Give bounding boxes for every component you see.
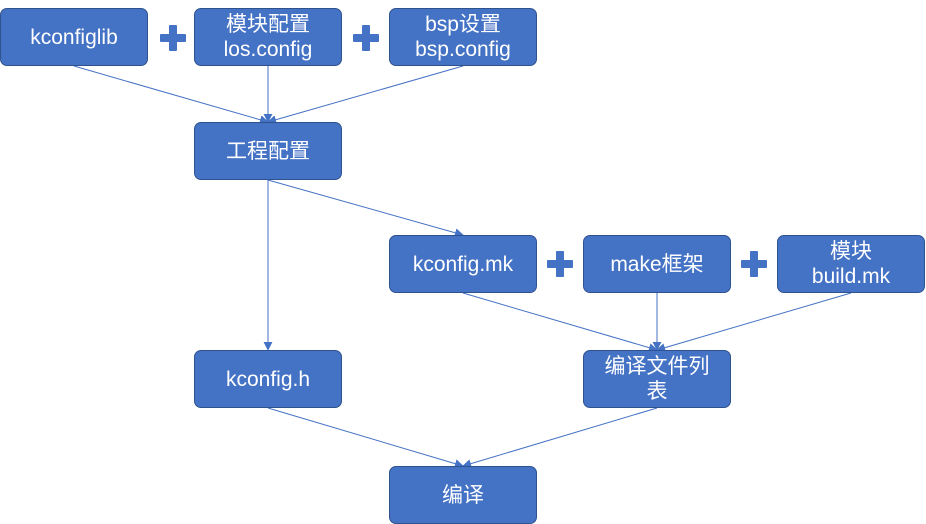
node-label-line: 表 [646, 380, 668, 403]
node-label-line: bsp.config [415, 38, 511, 61]
node-module-config: 模块配置 los.config [194, 8, 342, 66]
node-project-config: 工程配置 [194, 122, 342, 180]
node-label-line: kconfig.h [225, 367, 311, 391]
node-kconfig-h: kconfig.h [194, 350, 342, 408]
node-bsp-config: bsp设置 bsp.config [389, 8, 537, 66]
edge-kconfig_h-to-compile [267, 407, 464, 469]
node-label-line: los.config [223, 38, 313, 61]
plus-icon [160, 25, 186, 51]
node-compile-file-list: 编译文件列 表 [583, 350, 731, 408]
edge-kconfig_mk-to-compile_list [462, 292, 658, 353]
plus-icon [547, 251, 573, 277]
node-label-line: 编译 [442, 483, 484, 507]
node-label-line: kconfig.mk [412, 252, 514, 276]
node-label-line: build.mk [811, 265, 891, 288]
node-label-line: bsp设置 [425, 13, 501, 36]
node-label-line: kconfiglib [30, 25, 118, 49]
node-label-line: 编译文件列 [604, 355, 710, 378]
edge-bsp_config-to-project_config [267, 65, 464, 125]
node-label-line: make框架 [610, 252, 704, 276]
node-label-line: 模块配置 [226, 13, 310, 36]
edge-compile_list-to-compile [462, 407, 658, 468]
edge-module_build-to-compile_list [656, 292, 852, 353]
node-label-line: 工程配置 [226, 139, 310, 163]
plus-icon [741, 251, 767, 277]
node-module-build: 模块 build.mk [777, 235, 925, 293]
node-compile: 编译 [389, 466, 537, 524]
node-label-line: 模块 [830, 240, 872, 263]
edge-kconfiglib-to-project_config [73, 65, 269, 125]
node-kconfiglib: kconfiglib [0, 8, 148, 66]
edge-project_config-to-kconfig_mk [267, 179, 464, 238]
node-make-framework: make框架 [583, 235, 731, 293]
node-kconfig-mk: kconfig.mk [389, 235, 537, 293]
plus-icon [353, 25, 379, 51]
